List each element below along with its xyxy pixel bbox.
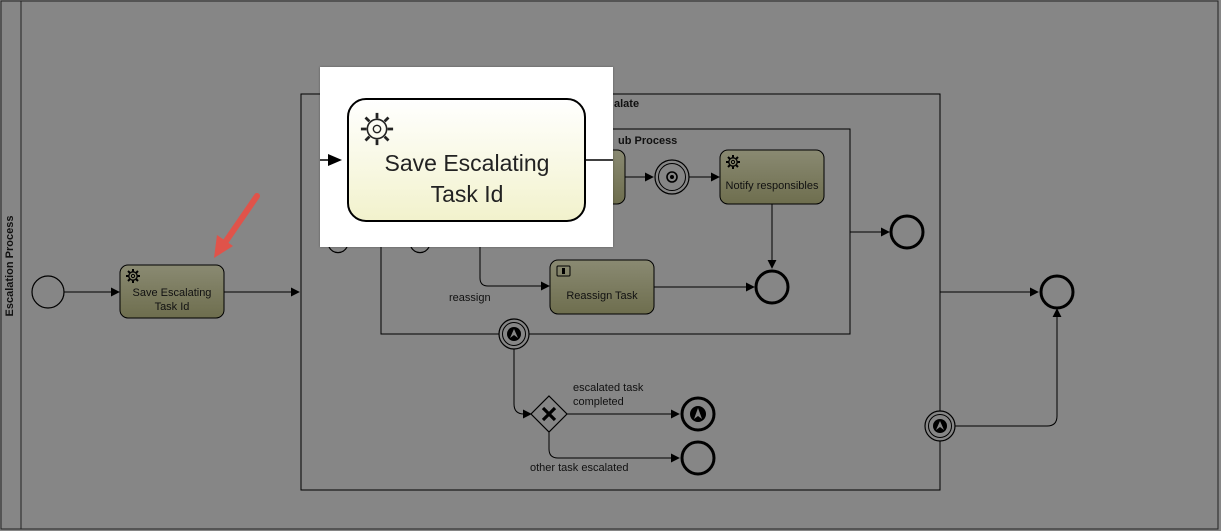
task-notify-label: Notify responsibles: [726, 180, 819, 192]
flow-reassign-label: reassign: [449, 292, 491, 304]
arrow-pointer-icon: [214, 193, 260, 258]
pool-label: Escalation Process: [4, 216, 16, 317]
flow-escalated-label-1: escalated task: [573, 382, 644, 394]
start-event[interactable]: [31, 275, 65, 309]
zoom-callout: Save Escalating Task Id: [320, 67, 613, 247]
flow-outer-escalation-to-end: [955, 308, 1062, 427]
zoom-task-label-2: Task Id: [431, 181, 504, 207]
exclusive-gateway[interactable]: [530, 395, 568, 433]
subprocess-outer-label: alate: [614, 98, 639, 110]
end-event-other[interactable]: [680, 440, 716, 476]
end-event-inner[interactable]: [754, 269, 790, 305]
boundary-escalation-outer[interactable]: [924, 410, 956, 442]
task-notify-responsibles[interactable]: Notify responsibles: [719, 149, 825, 205]
gear-icon: [360, 112, 394, 146]
hidden-event-left: [328, 246, 348, 254]
flow-escalated-label-2: completed: [573, 396, 624, 408]
intermediate-event[interactable]: [654, 159, 690, 195]
task-reassign-label: Reassign Task: [566, 290, 638, 302]
hidden-event-mid: [410, 246, 430, 254]
flow-reassign: [479, 246, 550, 291]
zoom-task-label-1: Save Escalating: [385, 150, 550, 176]
end-event-final[interactable]: [1039, 274, 1075, 310]
subprocess-inner-label: ub Process: [618, 135, 677, 147]
end-event-outer-inner[interactable]: [889, 214, 925, 250]
boundary-escalation-event[interactable]: [498, 318, 530, 350]
zoom-task-box[interactable]: [347, 98, 586, 222]
flow-escalation-to-gateway: [513, 349, 532, 419]
flow-other-label: other task escalated: [530, 462, 628, 474]
end-event-escalation[interactable]: [680, 396, 716, 432]
task-save-escalating-label-2: Task Id: [155, 301, 190, 313]
flow-gateway-to-other: [548, 432, 680, 463]
user-icon: [556, 265, 571, 277]
task-reassign[interactable]: Reassign Task: [549, 259, 655, 315]
task-save-escalating[interactable]: Save Escalating Task Id: [119, 264, 225, 319]
zoom-flow-arrowhead: [328, 154, 342, 166]
task-save-escalating-label-1: Save Escalating: [133, 287, 212, 299]
